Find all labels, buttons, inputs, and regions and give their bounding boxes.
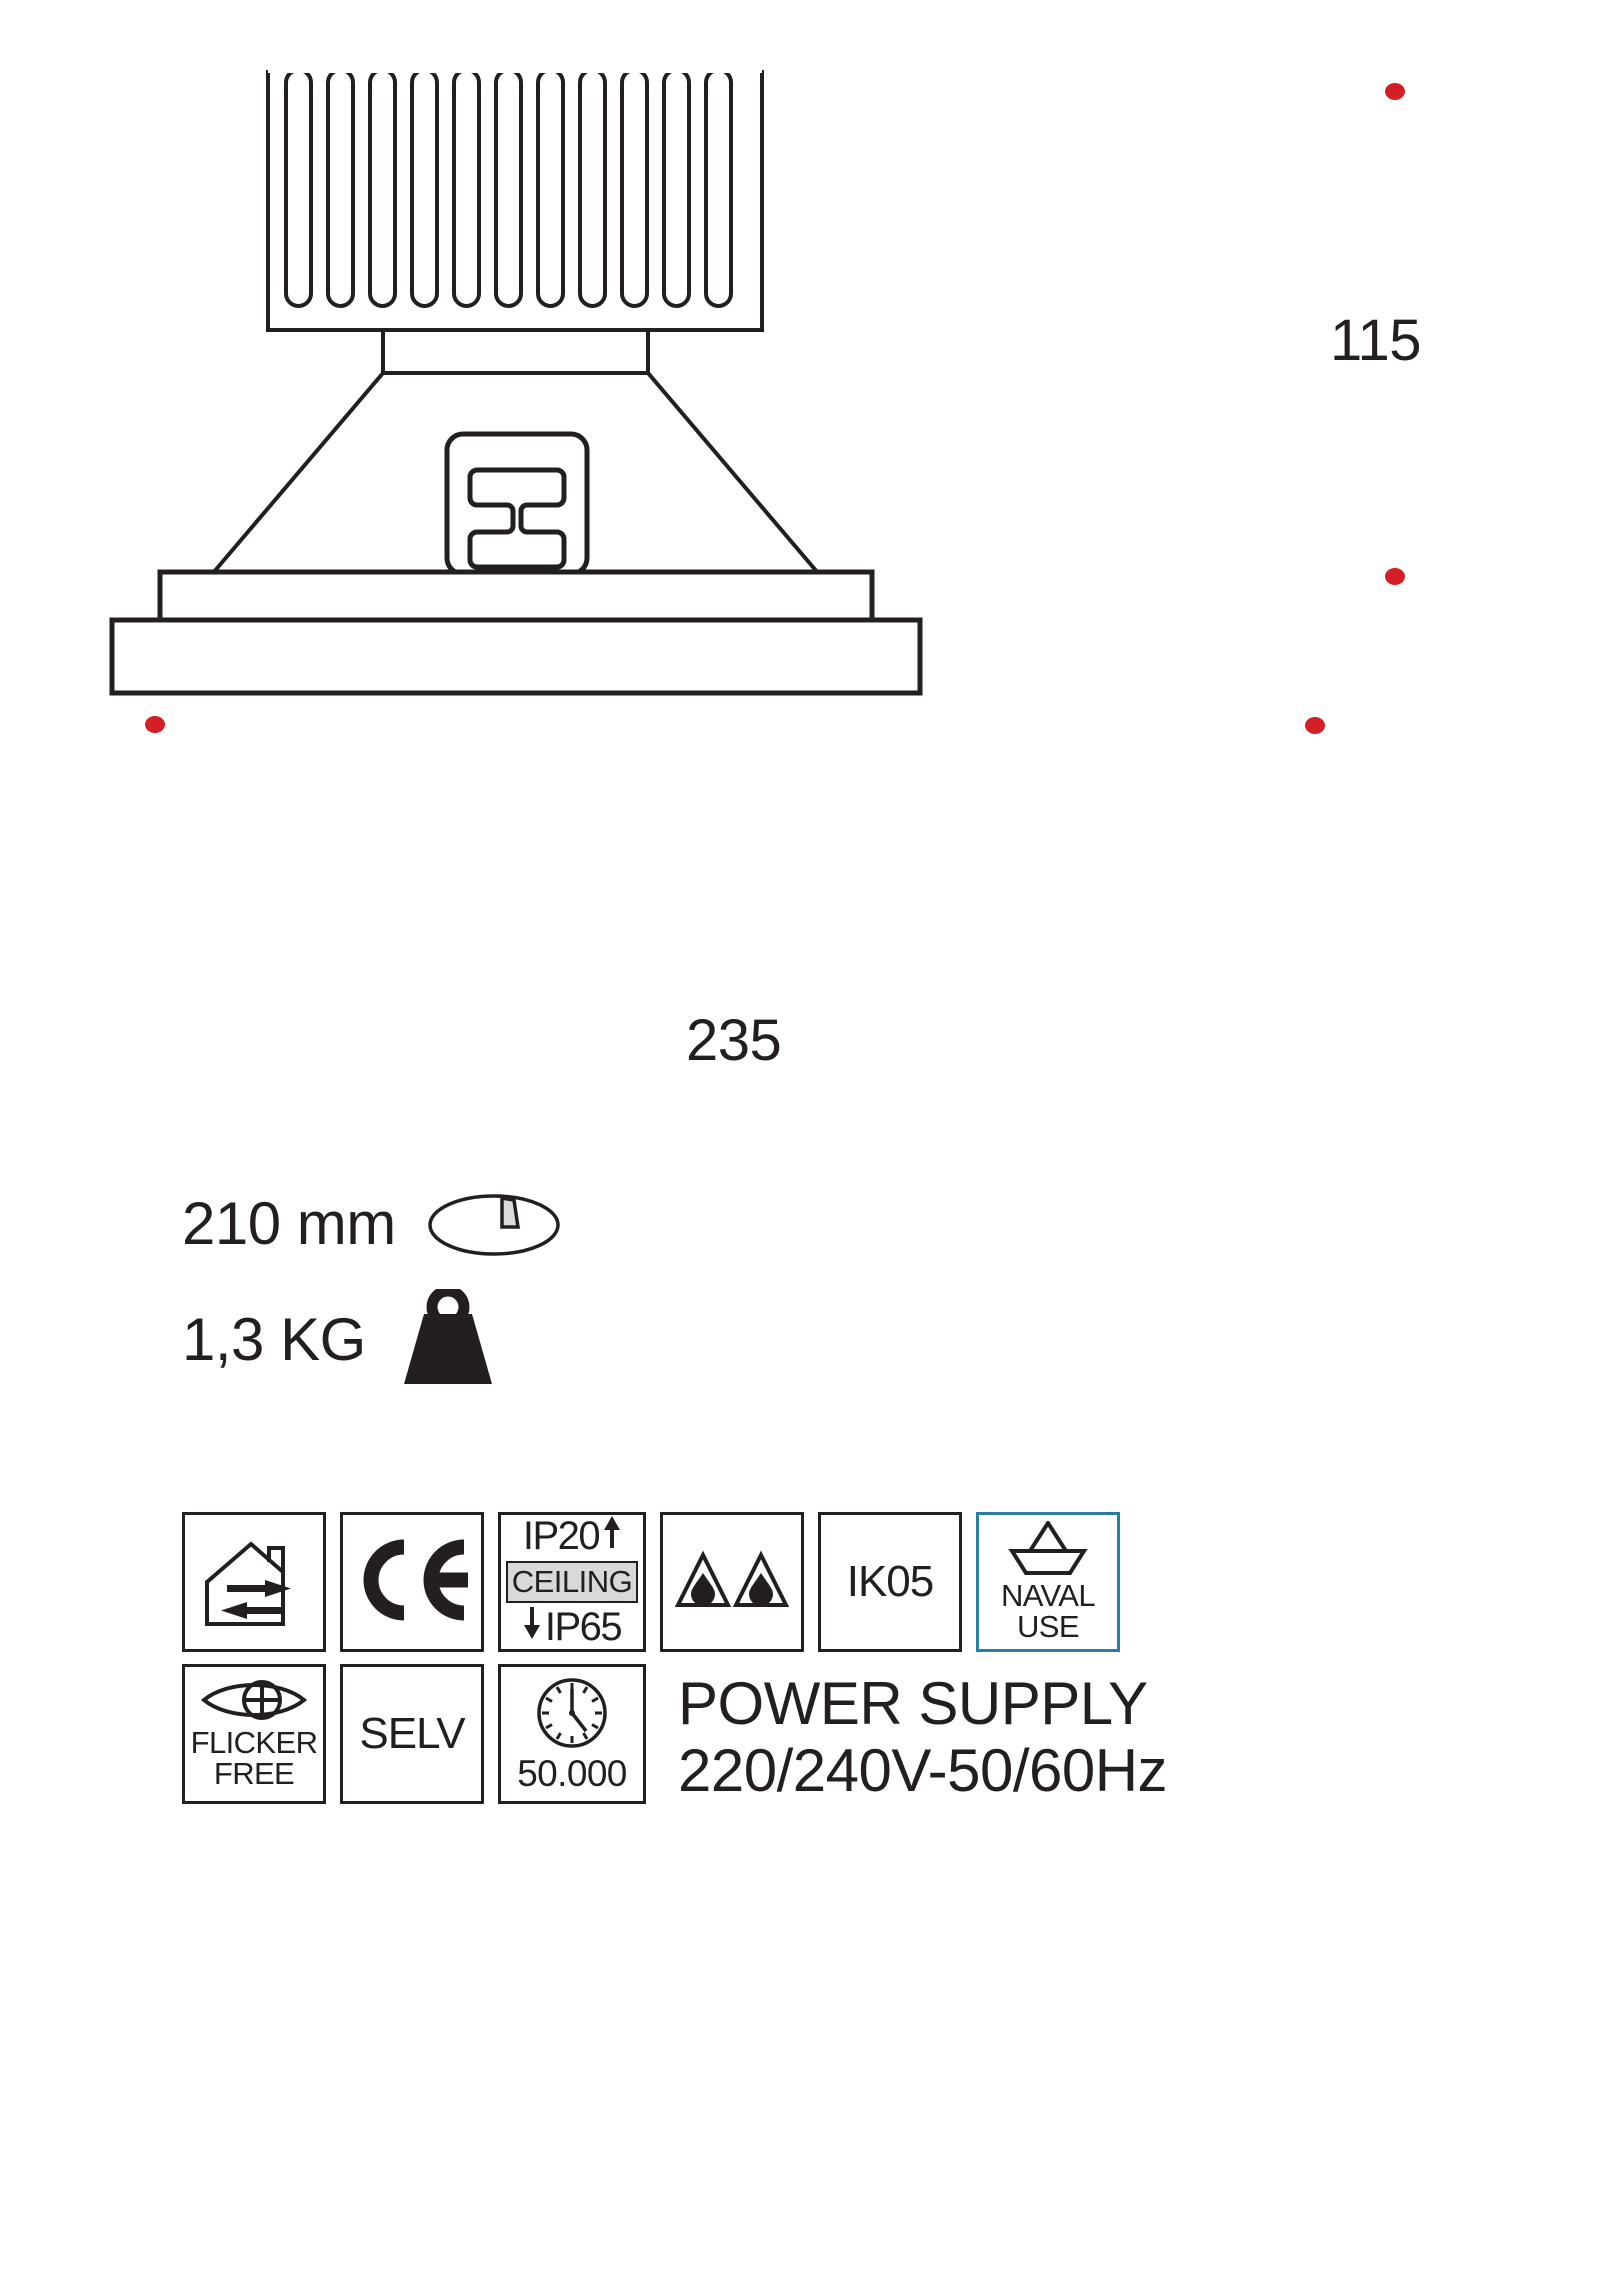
- badge-indoor-outdoor: [182, 1512, 326, 1652]
- heatsink-fins: [284, 68, 733, 308]
- dimension-marker-middle-right: [1385, 568, 1405, 585]
- clock-icon: [534, 1675, 610, 1755]
- badge-row-1: IP20 CEILING IP65: [182, 1512, 1167, 1652]
- spec-row-cutout: 210 mm: [0, 1165, 1608, 1281]
- lifetime-stack: 50.000: [517, 1675, 627, 1793]
- naval-line-2: USE: [1017, 1609, 1080, 1645]
- selv-label: SELV: [359, 1709, 465, 1758]
- badge-water-protection: [660, 1512, 804, 1652]
- ip-top-line: IP20: [501, 1514, 643, 1559]
- flicker-free-line-2: FREE: [213, 1756, 295, 1792]
- badge-ip-rating: IP20 CEILING IP65: [498, 1512, 646, 1652]
- mount-bracket-h-slot: [467, 467, 567, 570]
- power-supply-line-2: 220/240V-50/60Hz: [678, 1737, 1168, 1805]
- badge-selv: SELV: [340, 1664, 484, 1804]
- water-drop-triangles-icon: [673, 1549, 791, 1616]
- badge-ce-mark: [340, 1512, 484, 1652]
- naval-line-1: NAVAL: [1000, 1577, 1096, 1613]
- cutout-value: 210 mm: [182, 1189, 396, 1257]
- height-dimension-label: 115: [1330, 308, 1421, 373]
- house-arrows-icon: [195, 1524, 313, 1641]
- down-arrow-icon: [523, 1605, 541, 1650]
- weight-icon: [394, 1289, 502, 1389]
- weight-value: 1,3 KG: [182, 1305, 366, 1373]
- width-dimension-label: 235: [686, 1008, 782, 1073]
- up-arrow-icon: [603, 1514, 621, 1559]
- ip-bottom-value: IP65: [544, 1605, 623, 1650]
- luminaire-section-drawing: [109, 40, 923, 696]
- ip-ceiling-label: CEILING: [506, 1560, 638, 1604]
- flicker-free-line-1: FLICKER: [190, 1724, 318, 1760]
- upper-rim: [157, 569, 875, 625]
- dimension-marker-bottom-right: [1305, 717, 1325, 734]
- flicker-free-stack: FLICKER FREE: [191, 1678, 318, 1790]
- ip-top-value: IP20: [522, 1513, 601, 1558]
- badge-naval-use: NAVAL USE: [976, 1512, 1120, 1652]
- boat-hull-icon: [1004, 1519, 1092, 1579]
- power-supply-info: POWER SUPPLY 220/240V-50/60Hz: [678, 1664, 1168, 1805]
- eye-icon: [200, 1678, 308, 1726]
- dimension-marker-bottom-left: [145, 716, 165, 733]
- badge-flicker-free: FLICKER FREE: [182, 1664, 326, 1804]
- ip-bottom-line: IP65: [501, 1605, 643, 1650]
- heatsink-top-mask: [266, 40, 764, 70]
- badge-lifetime-hours: 50.000: [498, 1664, 646, 1804]
- technical-drawing: 115 235: [0, 0, 1608, 1120]
- lower-flange: [109, 617, 923, 696]
- impact-rating-label: IK05: [846, 1557, 935, 1606]
- certification-badges: IP20 CEILING IP65: [182, 1512, 1168, 1816]
- naval-stack: NAVAL USE: [1000, 1519, 1096, 1645]
- neck-block: [381, 328, 650, 375]
- ce-mark-icon: [354, 1539, 470, 1626]
- ceiling-cutout-icon: [424, 1181, 564, 1265]
- dimension-marker-top-right: [1385, 83, 1405, 100]
- badge-impact-rating: IK05: [818, 1512, 962, 1652]
- badge-row-2: FLICKER FREE SELV: [182, 1664, 1168, 1805]
- power-supply-line-1: POWER SUPPLY: [678, 1670, 1148, 1737]
- heatsink-group: [266, 40, 764, 332]
- spec-list: 210 mm 1,3 KG: [0, 1165, 1608, 1397]
- spec-row-weight: 1,3 KG: [0, 1281, 1608, 1397]
- lifetime-hours-label: 50.000: [517, 1753, 627, 1795]
